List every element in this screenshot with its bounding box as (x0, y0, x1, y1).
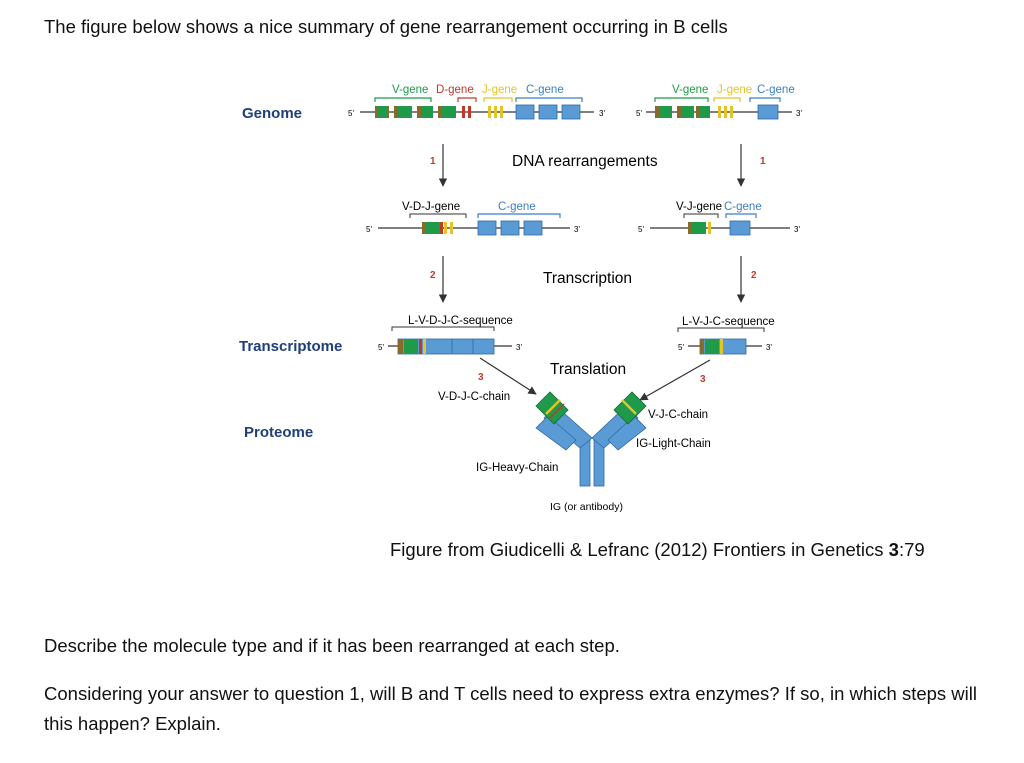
row-label-proteome: Proteome (244, 424, 313, 441)
left-j-segments (488, 106, 503, 118)
figure-caption: Figure from Giudicelli & Lefranc (2012) … (390, 539, 925, 561)
right-sequence-label: L-V-J-C-sequence (682, 316, 775, 328)
left-mrna-five-prime: 5' (378, 343, 384, 352)
left-genome-five-prime: 5' (348, 109, 354, 118)
right-v-segments (655, 106, 710, 118)
left-c-segments (515, 104, 581, 120)
question-1: Describe the molecule type and if it has… (44, 635, 620, 656)
right-rearranged-c-gene-label: C-gene (724, 201, 762, 213)
left-mrna-three-prime: 3' (516, 343, 522, 352)
left-d-gene-label: D-gene (436, 84, 474, 96)
caption-text: Figure from Giudicelli & Lefranc (2012) … (390, 539, 889, 560)
antibody-molecule (535, 391, 647, 487)
right-rearranged-c-segment (729, 220, 751, 236)
gene-rearrangement-figure: Genome Transcriptome Proteome V-gene D-g… (239, 84, 802, 513)
right-j-gene-label: J-gene (717, 84, 752, 96)
left-rearranged-c-gene-label: C-gene (498, 201, 536, 213)
right-c-segments (757, 104, 779, 120)
step-2-right: 2 (751, 270, 757, 281)
right-c-gene-label: C-gene (757, 84, 795, 96)
left-v-segments (375, 106, 456, 118)
right-mrna-three-prime: 3' (766, 343, 772, 352)
left-genome-three-prime: 3' (599, 109, 605, 118)
step-3-left: 3 (478, 372, 484, 383)
antibody-label: IG (or antibody) (550, 501, 623, 513)
left-rearranged-vdj-segment (422, 222, 453, 234)
left-j-gene-label: J-gene (482, 84, 517, 96)
left-mrna-body (397, 338, 495, 355)
left-rearranged-three-prime: 3' (574, 225, 580, 234)
process-translation: Translation (550, 361, 626, 378)
step-2-left: 2 (430, 270, 436, 281)
right-mrna-five-prime: 5' (678, 343, 684, 352)
left-sequence-label: L-V-D-J-C-sequence (408, 315, 513, 327)
process-transcription: Transcription (543, 270, 632, 287)
right-genome-five-prime: 5' (636, 109, 642, 118)
step-1-right: 1 (760, 156, 766, 167)
light-chain-label: IG-Light-Chain (636, 438, 711, 450)
right-rearranged-vj-segment (688, 222, 711, 234)
right-v-gene-label: V-gene (672, 84, 708, 96)
caption-volume: 3 (888, 539, 899, 560)
left-vdj-gene-label: V-D-J-gene (402, 201, 460, 213)
right-vj-gene-label: V-J-gene (676, 201, 722, 213)
light-chain-vjc-label: V-J-C-chain (648, 409, 708, 421)
page-heading: The figure below shows a nice summary of… (44, 16, 728, 37)
right-rearranged-five-prime: 5' (638, 225, 644, 234)
right-rearranged-three-prime: 3' (794, 225, 800, 234)
row-label-transcriptome: Transcriptome (239, 338, 342, 355)
right-j-segments (718, 106, 733, 118)
left-d-segments (462, 106, 471, 118)
row-label-genome: Genome (242, 105, 302, 122)
caption-page: :79 (898, 539, 925, 560)
heavy-chain-label: IG-Heavy-Chain (476, 462, 558, 474)
left-rearranged-c-segments (477, 220, 543, 236)
question-2: Considering your answer to question 1, w… (44, 683, 977, 734)
step-1-left: 1 (430, 156, 436, 167)
step-3-right: 3 (700, 374, 706, 385)
process-dna-rearrangements: DNA rearrangements (512, 153, 658, 170)
right-mrna-body (699, 338, 747, 355)
heavy-chain-vdjc-label: V-D-J-C-chain (438, 391, 510, 403)
left-c-gene-label: C-gene (526, 84, 564, 96)
left-v-gene-label: V-gene (392, 84, 428, 96)
left-rearranged-five-prime: 5' (366, 225, 372, 234)
right-genome-three-prime: 3' (796, 109, 802, 118)
